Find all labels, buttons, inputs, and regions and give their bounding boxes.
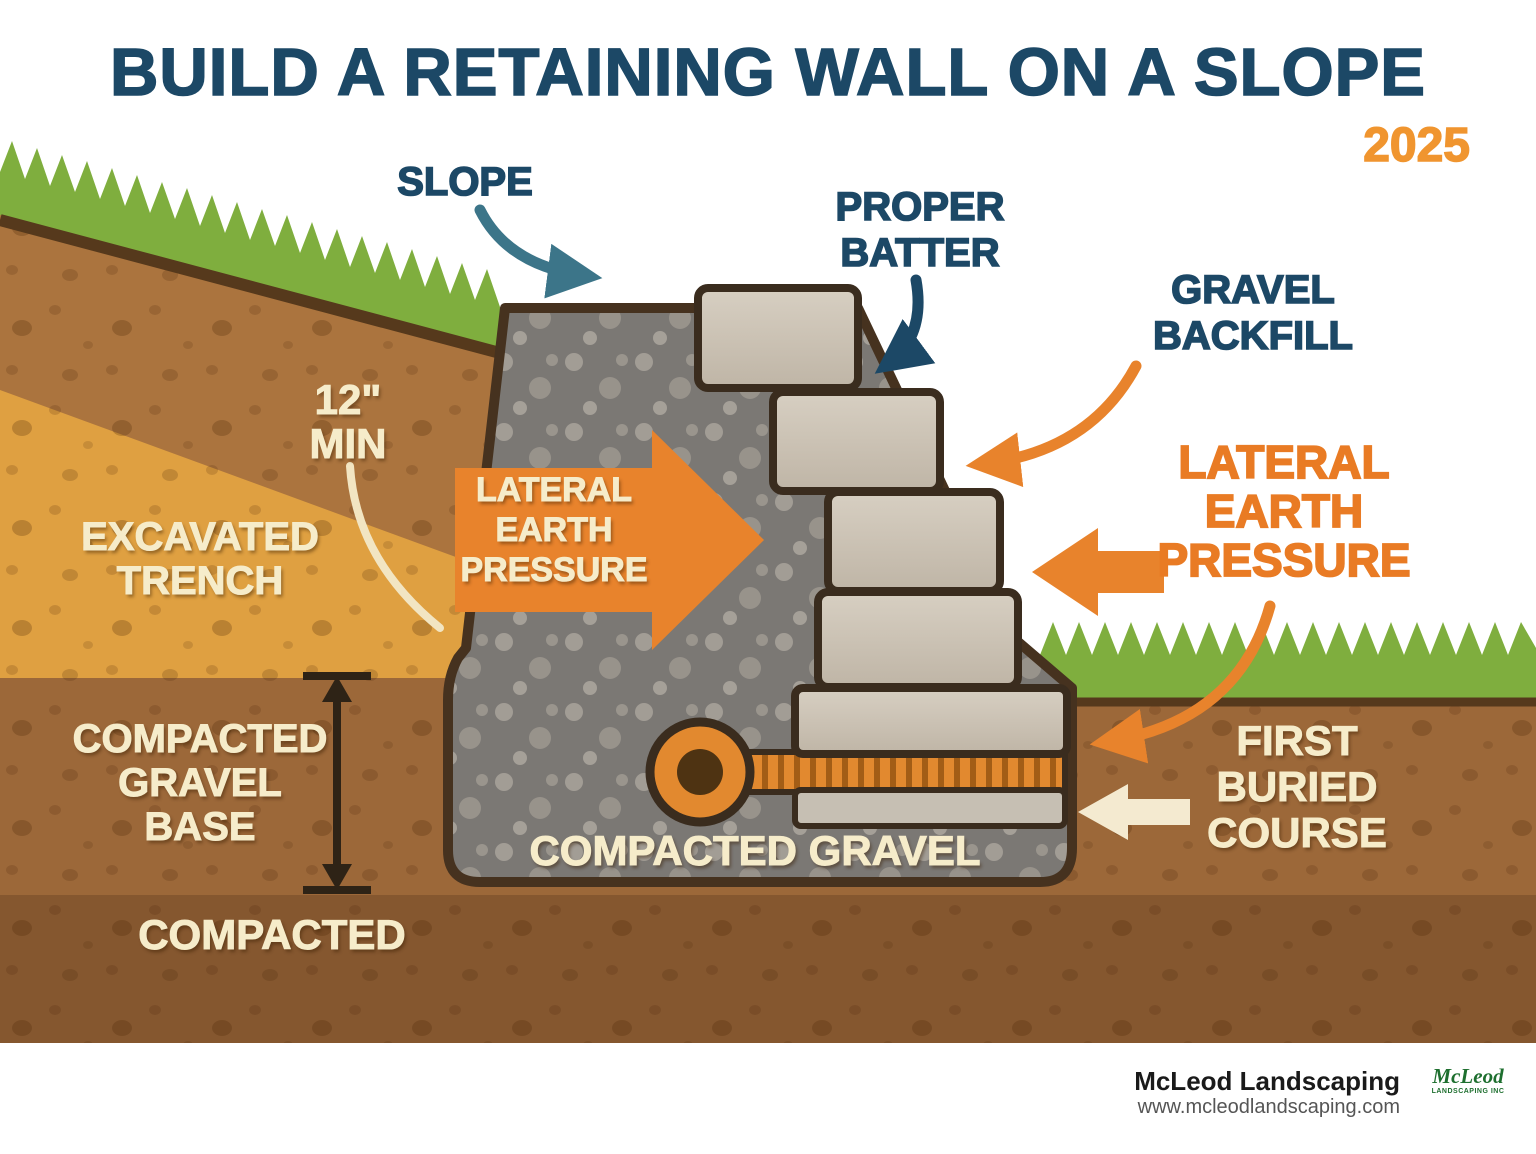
wall-block-4: [814, 588, 1022, 691]
label-line: EARTH: [495, 511, 613, 550]
measure-arrowhead-bottom: [322, 864, 352, 890]
batter-pointer-arrow: [874, 274, 936, 374]
pressure-pointer-arrow: [1089, 600, 1276, 764]
label-line: BURIED: [1216, 763, 1378, 811]
label-line: EXCAVATED: [81, 515, 320, 560]
measure-arrowhead-top: [322, 676, 352, 702]
label-line: PRESSURE: [1157, 534, 1412, 587]
label-line: GRAVEL: [1170, 267, 1335, 313]
label-line: MIN: [309, 420, 387, 468]
label-line: COURSE: [1207, 809, 1388, 857]
grass-slope-left: [0, 141, 500, 350]
wall-block-2: [769, 388, 944, 495]
excavated-trench-label: EXCAVATED TRENCH: [40, 515, 360, 604]
label-line: LATERAL: [1177, 436, 1390, 488]
gravel-outline: [443, 303, 1077, 887]
gravel-backfill-label: GRAVEL BACKFILL: [1103, 267, 1403, 359]
label-line: PROPER: [835, 184, 1006, 230]
label-line: GRAVEL: [118, 761, 283, 806]
proper-batter-label: PROPER BATTER: [770, 184, 1070, 276]
lateral-pressure-arrow-left: [1032, 528, 1164, 616]
label-line: PRESSURE: [460, 551, 648, 590]
footer-company: McLeod Landscaping: [1134, 1066, 1400, 1096]
wall-block-1: [694, 284, 862, 392]
grass-strip-right: [1040, 622, 1536, 700]
twelve-inch-min-label: 12" MIN: [268, 376, 428, 468]
backfill-pointer-arrow: [965, 360, 1142, 488]
label-line: LATERAL: [475, 470, 633, 509]
compacted-gravel-label: COMPACTED GRAVEL: [529, 827, 981, 874]
page-title: BUILD A RETAINING WALL ON A SLOPE: [109, 35, 1426, 110]
grass-edge-left: [0, 214, 502, 359]
lateral-pressure-arrow-big: [455, 430, 764, 650]
label-line: 12": [314, 376, 382, 423]
slope-label: SLOPE: [396, 159, 533, 205]
compacted-gravel-base-label: COMPACTED GRAVEL BASE: [40, 717, 360, 850]
label-line: EARTH: [1204, 485, 1364, 538]
lateral-pressure-label-right: LATERAL EARTH PRESSURE: [1114, 436, 1454, 587]
first-course-arrow: [1078, 784, 1190, 840]
label-line: TRENCH: [116, 559, 284, 604]
label-line: BATTER: [840, 230, 1001, 276]
first-buried-course-block: [791, 684, 1071, 758]
company-logo: McLeod LANDSCAPING INC: [1424, 1066, 1512, 1097]
footer-website: www.mcleodlandscaping.com: [1137, 1096, 1400, 1118]
logo-wordmark: McLeod: [1432, 1064, 1504, 1088]
deep-soil-speckles: [0, 895, 1536, 1043]
compacted-label: COMPACTED: [138, 911, 407, 958]
label-line: BACKFILL: [1152, 313, 1354, 359]
label-line: BASE: [144, 805, 256, 850]
trench-pointer-line: [346, 462, 444, 632]
label-line: COMPACTED: [72, 717, 328, 762]
depth-measure-arrow: [303, 672, 371, 894]
slope-pointer-arrow: [474, 204, 603, 299]
logo-subtitle: LANDSCAPING INC: [1431, 1088, 1505, 1095]
first-buried-course-label: FIRST BURIED COURSE: [1147, 717, 1447, 857]
wall-block-3: [824, 488, 1004, 595]
drain-pipe-hole: [677, 749, 723, 795]
lateral-pressure-label-arrow: LATERAL EARTH PRESSURE: [455, 470, 653, 590]
year-label: 2025: [1362, 118, 1470, 172]
label-line: FIRST: [1236, 717, 1358, 764]
gravel-base-pad: [792, 787, 1068, 829]
